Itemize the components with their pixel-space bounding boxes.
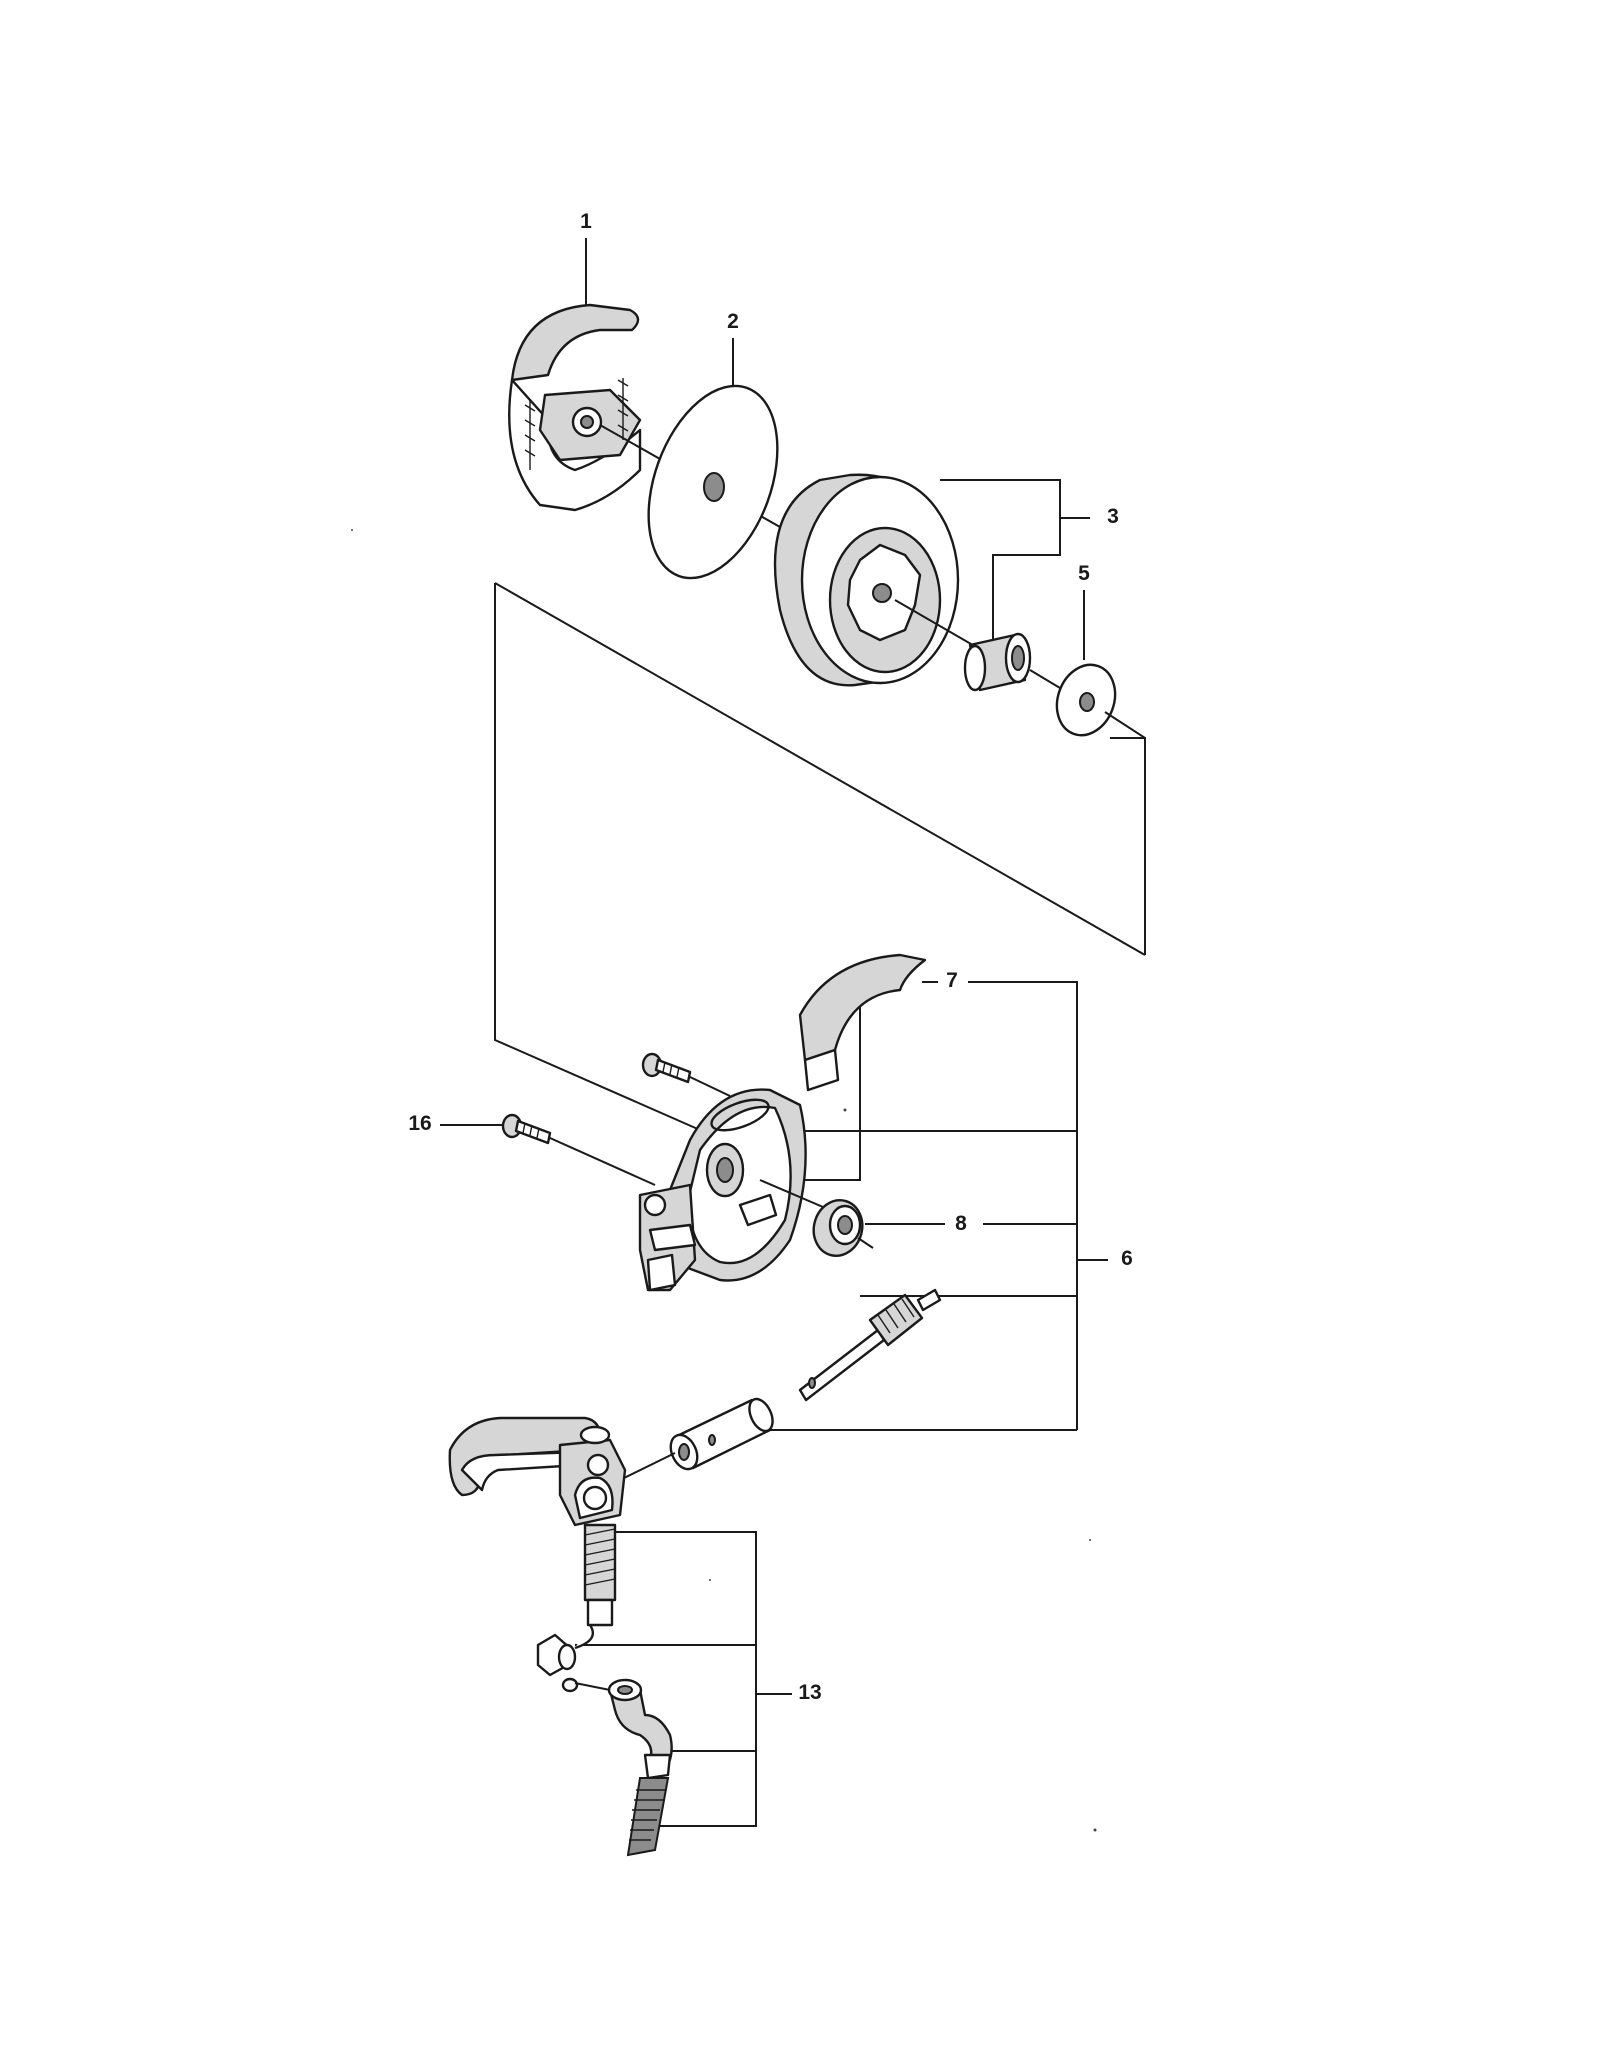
oil-pump-lever-part [448, 1416, 627, 1527]
small-washer-part [1055, 663, 1117, 737]
scan-specks [351, 529, 1097, 1832]
clutch-drum-part [773, 473, 960, 687]
callout-7: 7 [946, 969, 958, 992]
hose-link [574, 1682, 611, 1691]
screw-upper-axis [689, 1076, 731, 1097]
brake-housing-part [638, 1088, 807, 1292]
callout-1: 1 [580, 210, 592, 233]
brake-shoe-part [798, 953, 927, 1092]
callout-2: 2 [727, 310, 739, 333]
callout-5: 5 [1078, 562, 1090, 585]
callout-13: 13 [798, 1681, 821, 1704]
callout-16: 16 [408, 1112, 431, 1135]
worm-shaft-part [798, 1288, 942, 1402]
housing-axis [759, 1179, 831, 1211]
needle-bearing-part [963, 632, 1032, 692]
spring-axis [857, 1237, 874, 1249]
oil-hose-part [536, 1523, 673, 1857]
screw-upper-part [641, 1052, 692, 1084]
clutch-part [508, 303, 642, 512]
leader-lines [440, 238, 1108, 1827]
callout-6: 6 [1121, 1247, 1133, 1270]
sleeve-part [669, 1397, 774, 1471]
callout-3: 3 [1107, 505, 1119, 528]
spring-part [812, 1199, 864, 1257]
washer-axis [1104, 711, 1146, 739]
callout-8: 8 [955, 1212, 967, 1235]
bearing-axis [1029, 669, 1061, 689]
screw-lower-part [501, 1113, 552, 1145]
screw-lower-axis [549, 1137, 656, 1186]
washer-disc-part [647, 384, 779, 580]
sleeve-axis [619, 1452, 676, 1481]
